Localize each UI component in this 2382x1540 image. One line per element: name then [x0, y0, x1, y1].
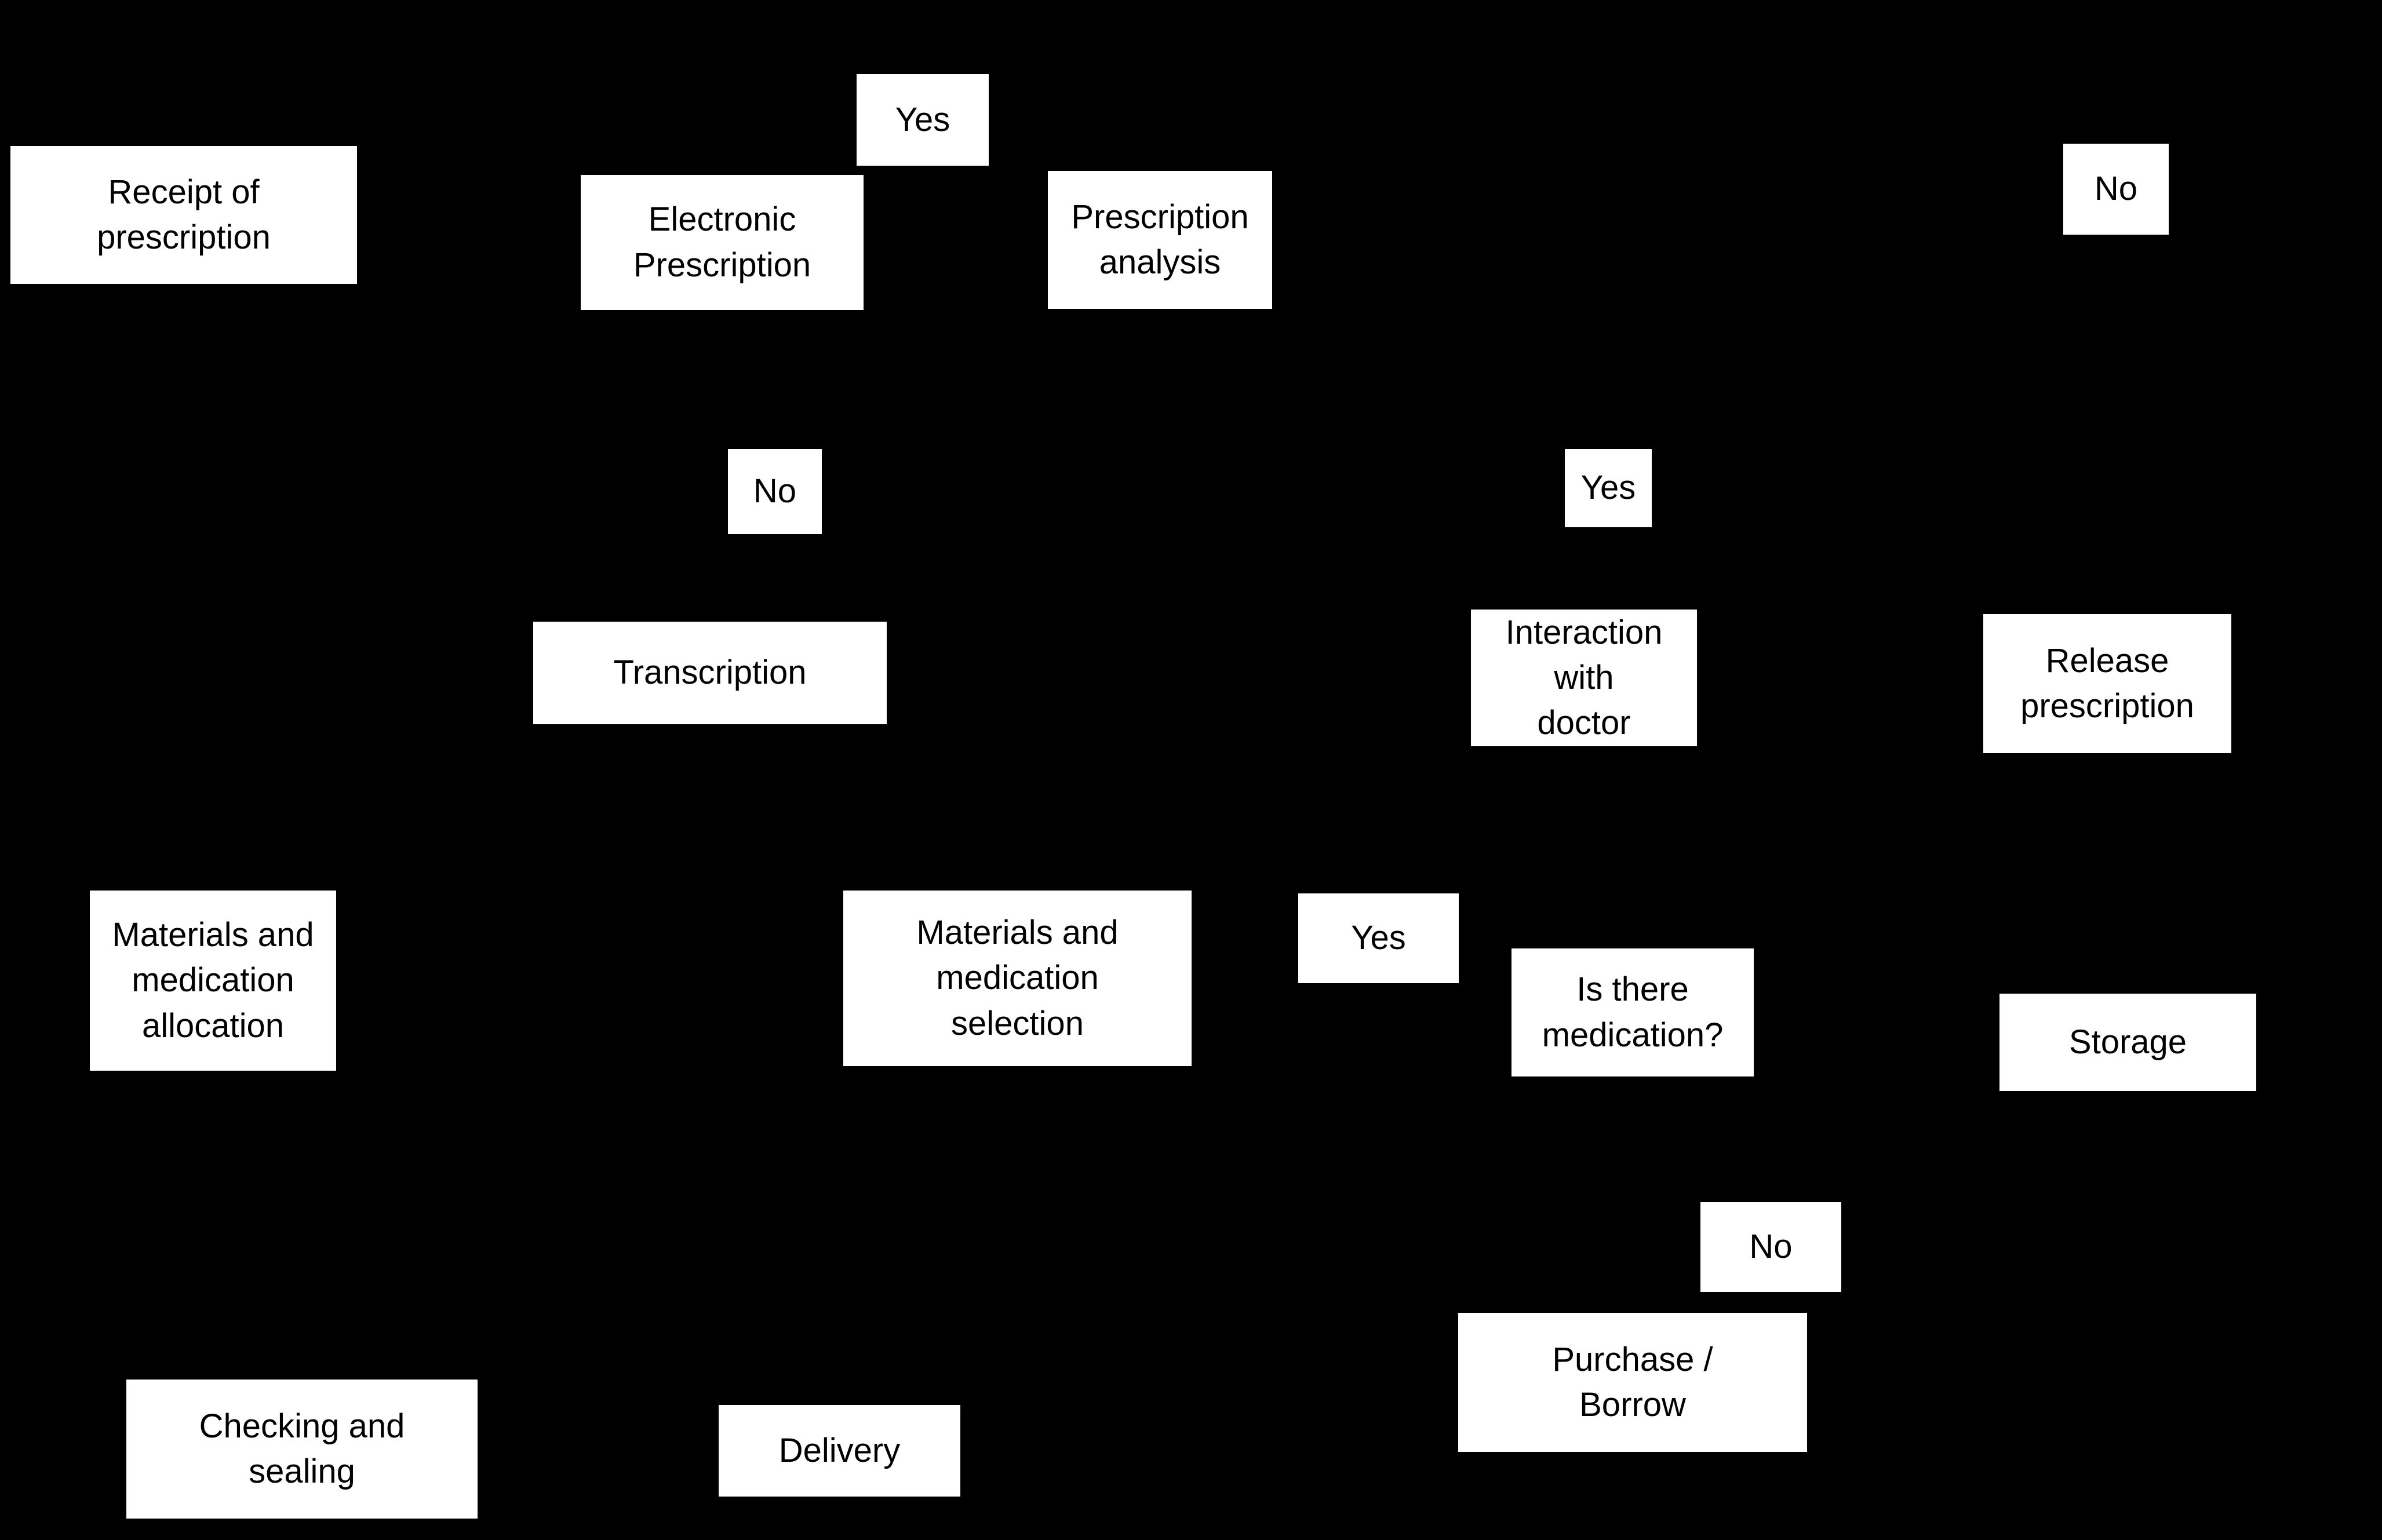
node-storage[interactable]: Storage: [1999, 994, 2256, 1091]
node-purchase-borrow[interactable]: Purchase / Borrow: [1458, 1313, 1807, 1452]
node-prescription-analysis[interactable]: Prescription analysis: [1048, 171, 1272, 309]
node-yes-interaction[interactable]: Yes: [1565, 449, 1652, 527]
node-materials-and-medication-allocation[interactable]: Materials and medication allocation: [90, 891, 336, 1071]
node-delivery[interactable]: Delivery: [719, 1405, 960, 1497]
node-release-prescription[interactable]: Release prescription: [1983, 614, 2231, 753]
node-receipt-of-prescription[interactable]: Receipt of prescription: [10, 146, 357, 284]
node-yes-is-there-medication[interactable]: Yes: [1298, 893, 1459, 983]
node-materials-and-medication-selection[interactable]: Materials and medication selection: [843, 891, 1192, 1066]
node-interaction-with-doctor[interactable]: Interaction with doctor: [1471, 610, 1697, 746]
node-yes-electronic-prescription[interactable]: Yes: [857, 74, 989, 166]
node-transcription[interactable]: Transcription: [533, 622, 887, 724]
node-electronic-prescription[interactable]: Electronic Prescription: [581, 175, 864, 310]
node-no-electronic-prescription[interactable]: No: [728, 449, 822, 534]
node-checking-and-sealing[interactable]: Checking and sealing: [126, 1380, 478, 1519]
node-no-prescription-analysis[interactable]: No: [2063, 144, 2169, 235]
node-no-is-there-medication[interactable]: No: [1700, 1202, 1841, 1292]
node-is-there-medication[interactable]: Is there medication?: [1511, 948, 1754, 1076]
